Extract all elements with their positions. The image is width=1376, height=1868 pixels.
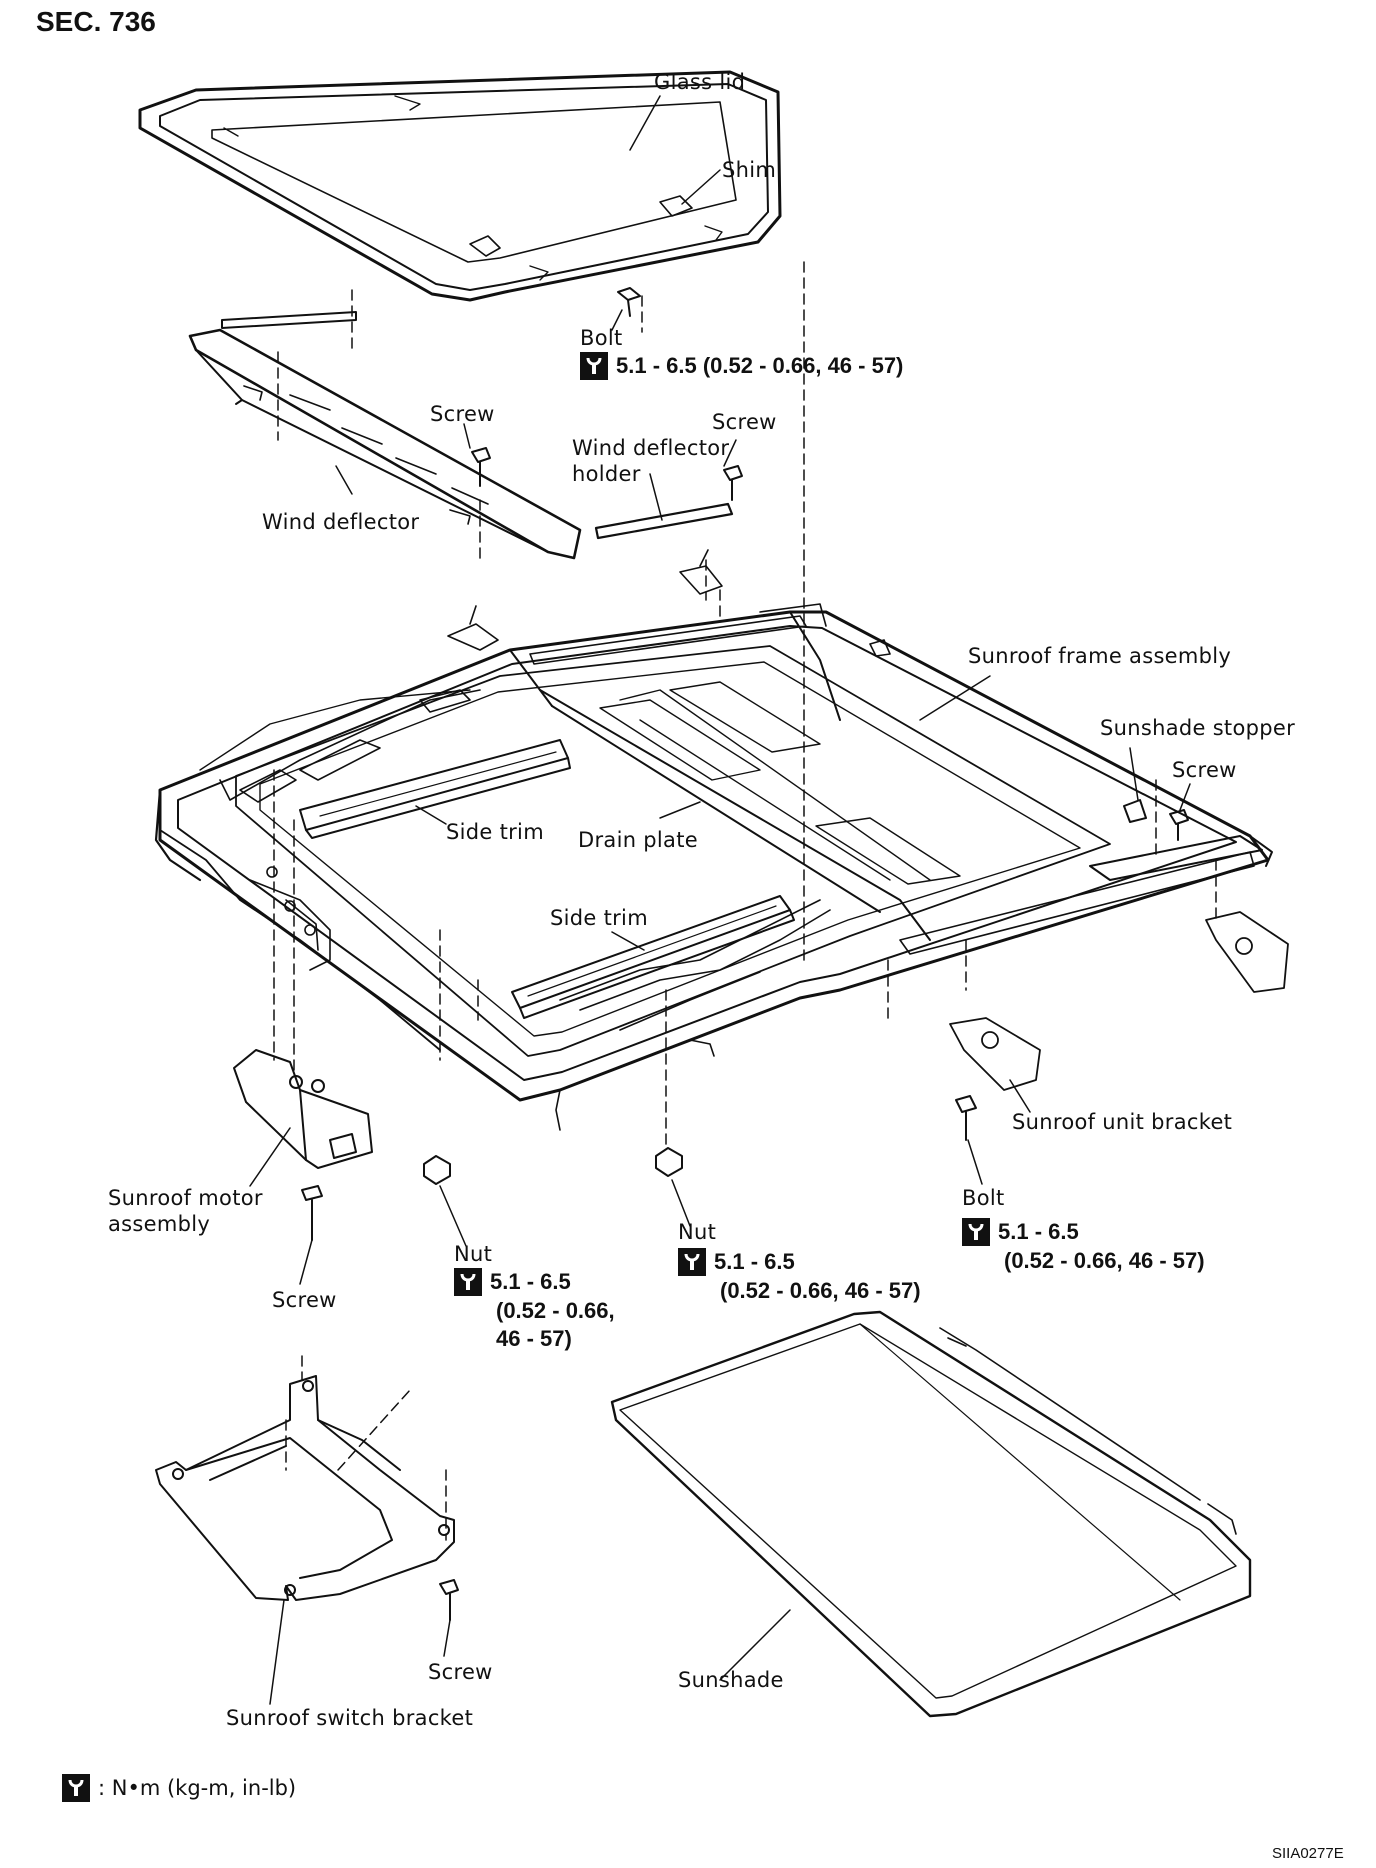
screw-motor-part xyxy=(302,1186,322,1240)
legend-text: : N•m (kg-m, in-lb) xyxy=(98,1776,297,1800)
label-wind-deflector-holder-1: Wind deflector xyxy=(572,436,730,460)
label-screw-stopper: Screw xyxy=(1172,758,1237,782)
label-nut-center: Nut xyxy=(678,1220,717,1244)
sunroof-switch-bracket-part xyxy=(156,1376,454,1600)
bolt-bracket-part xyxy=(956,1096,976,1140)
wind-deflector-holder-part xyxy=(596,504,732,538)
label-sunshade: Sunshade xyxy=(678,1668,784,1692)
label-sunshade-stopper: Sunshade stopper xyxy=(1100,716,1296,740)
torque-spec-bolt-top: 5.1 - 6.5 (0.52 - 0.66, 46 - 57) xyxy=(580,352,903,381)
label-side-trim-left: Side trim xyxy=(446,820,544,844)
drawing-code: SIIA0277E xyxy=(1272,1845,1344,1862)
sunroof-frame-part xyxy=(156,604,1272,1100)
torque-wrench-icon xyxy=(454,1268,482,1297)
label-screw-wd: Screw xyxy=(430,402,495,426)
sunroof-motor-part xyxy=(234,1050,372,1168)
nut-center-part xyxy=(656,1148,682,1176)
side-trim-front-part xyxy=(512,896,794,1018)
torque-spec-nut-left: 5.1 - 6.5 (0.52 - 0.66, 46 - 57) xyxy=(454,1268,615,1354)
label-screw-motor: Screw xyxy=(272,1288,337,1312)
frame-top-brackets xyxy=(448,550,890,656)
torque-wrench-icon xyxy=(962,1218,990,1247)
label-nut-left: Nut xyxy=(454,1242,493,1266)
alignment-lines xyxy=(274,262,1216,1540)
screw-holder-part xyxy=(724,466,742,500)
label-screw-switch: Screw xyxy=(428,1660,493,1684)
label-sunroof-motor-assembly-2: assembly xyxy=(108,1212,211,1236)
label-bolt-bracket: Bolt xyxy=(962,1186,1005,1210)
sunroof-unit-bracket-part xyxy=(950,1018,1040,1090)
screw-switch-part xyxy=(440,1580,458,1620)
screw-stopper-part xyxy=(1170,810,1188,840)
section-number: SEC. 736 xyxy=(36,6,156,37)
label-drain-plate: Drain plate xyxy=(578,828,698,852)
deflector-rod xyxy=(222,312,356,328)
label-screw-holder: Screw xyxy=(712,410,777,434)
label-glass-lid: Glass lid xyxy=(654,70,746,94)
label-bolt-top: Bolt xyxy=(580,326,623,350)
leader-glass-lid xyxy=(630,96,660,150)
label-sunroof-motor-assembly-1: Sunroof motor xyxy=(108,1186,263,1210)
frame-mechanism-part xyxy=(240,690,830,1130)
label-sunroof-frame-assembly: Sunroof frame assembly xyxy=(968,644,1232,668)
torque-wrench-icon xyxy=(678,1248,706,1277)
label-side-trim-front: Side trim xyxy=(550,906,648,930)
sunshade-part xyxy=(612,1312,1250,1716)
torque-legend: : N•m (kg-m, in-lb) xyxy=(62,1774,296,1802)
sunshade-stopper-part xyxy=(1124,800,1146,822)
torque-wrench-icon xyxy=(62,1774,90,1802)
label-wind-deflector-holder-2: holder xyxy=(572,462,641,486)
right-edge-bracket-part xyxy=(1206,912,1288,992)
label-wind-deflector: Wind deflector xyxy=(262,510,420,534)
glass-lid-part xyxy=(140,72,780,300)
torque-wrench-icon xyxy=(580,352,608,381)
side-trim-left-part xyxy=(300,740,570,838)
bolt-top-part xyxy=(618,288,640,316)
torque-spec-nut-center: 5.1 - 6.5 (0.52 - 0.66, 46 - 57) xyxy=(678,1248,921,1305)
nut-left-part xyxy=(424,1156,450,1184)
torque-spec-bolt-bracket: 5.1 - 6.5 (0.52 - 0.66, 46 - 57) xyxy=(962,1218,1205,1275)
label-sunroof-unit-bracket: Sunroof unit bracket xyxy=(1012,1110,1233,1134)
label-shim: Shim xyxy=(722,158,777,182)
screw-wd-part xyxy=(472,448,490,486)
wind-deflector-part xyxy=(190,330,580,558)
leader-shim xyxy=(682,170,720,204)
label-sunroof-switch-bracket: Sunroof switch bracket xyxy=(226,1706,474,1730)
